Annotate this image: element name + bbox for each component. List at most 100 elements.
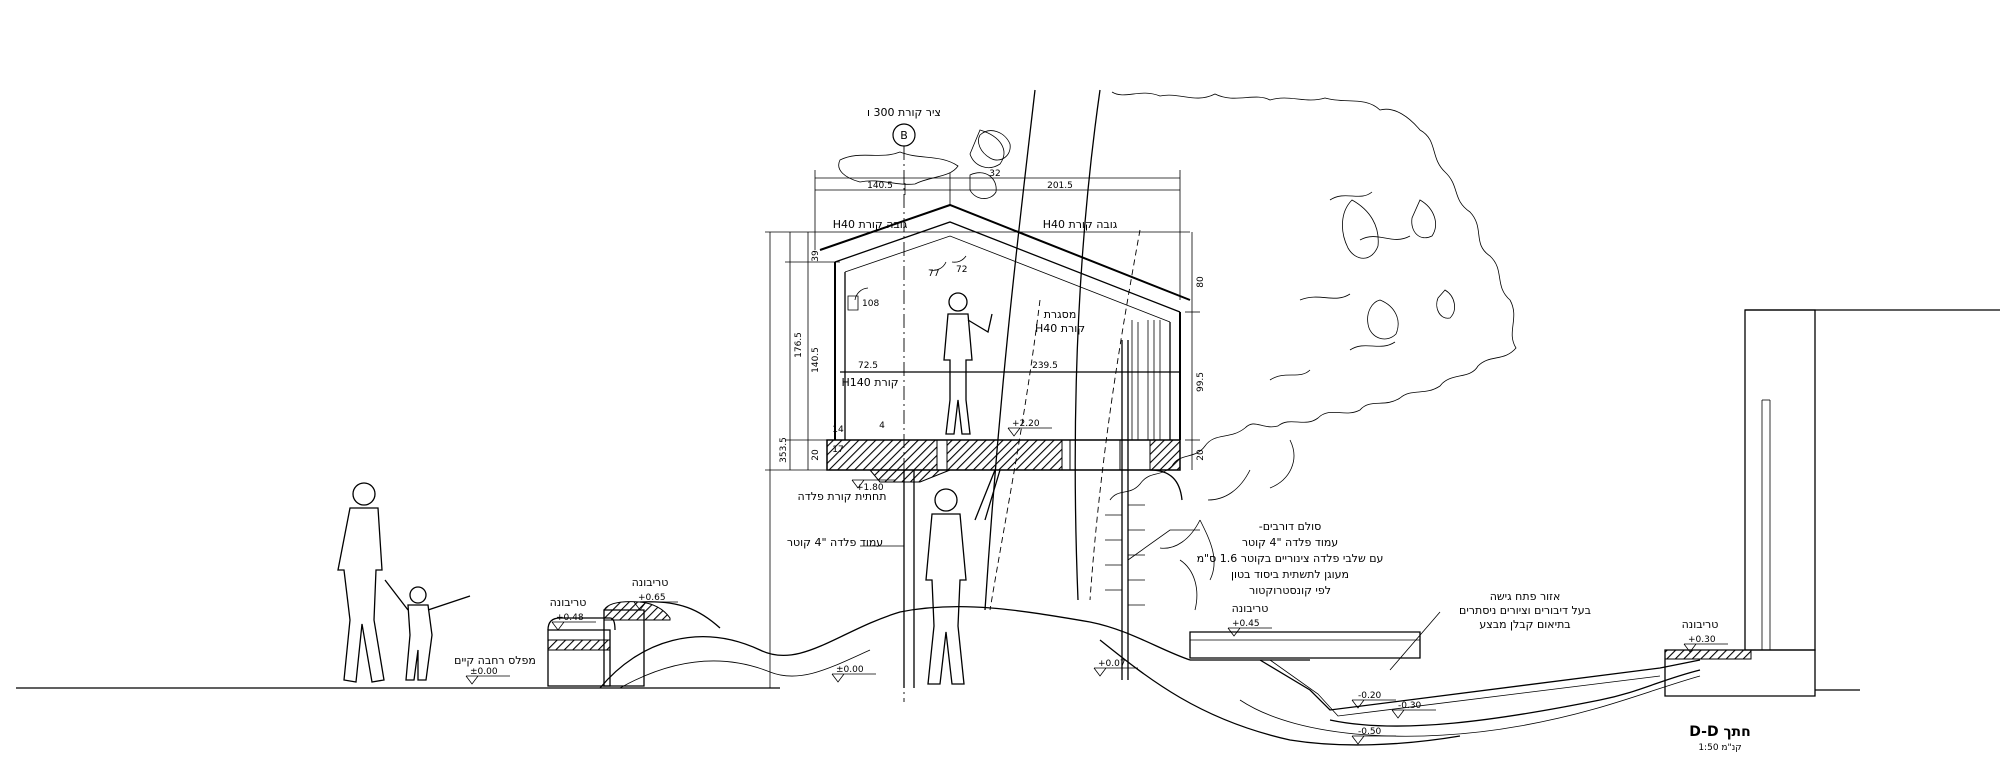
svg-text:בעל דיבורים וציורים ניסתרים: בעל דיבורים וציורים ניסתרים [1459,604,1591,617]
level-tribune-b: +0.65 [634,593,678,610]
axis-bubble [893,124,915,146]
underground-curve [1100,640,1460,745]
tribune-long [1190,632,1420,658]
notes: עמוד פלדה "4 קוטר סולם דורבים- עמוד פלדה… [454,520,1718,670]
beam-label-mid-1: מסגרת [1044,308,1077,321]
axis-note: ציר קורת 300 ו [867,106,941,119]
svg-text:108: 108 [862,299,879,309]
svg-text:בתיאום קבלן מבצע: בתיאום קבלן מבצע [1479,618,1570,631]
svg-text:+0.45: +0.45 [1232,619,1260,629]
dimensions: 32 201.5 140.5 353.5 176.5 140.5 39 20 8… [765,169,1206,688]
roof-inner [835,222,1180,312]
access-pit-bottom2 [1240,676,1700,736]
svg-text:לפי קונסטרוקטור: לפי קונסטרוקטור [1249,584,1331,597]
tree-trunk-left [985,90,1035,610]
svg-text:80: 80 [1196,276,1206,288]
building-wall [1745,310,1815,650]
tribune-seat-1 [548,630,610,686]
svg-text:77: 77 [928,269,939,279]
tree-canopy [1112,92,1516,428]
svg-text:201.5: 201.5 [1047,181,1073,191]
svg-text:353.5: 353.5 [779,437,789,463]
roof-label-left: גובה קורת H40 [833,218,908,231]
svg-text:+1.80: +1.80 [856,483,884,493]
svg-text:239.5: 239.5 [1032,361,1058,371]
tree-trunk-right [1075,90,1100,600]
tribune-label-2: טריבונה [632,576,669,589]
svg-text:מעוגן לתשתית ביסוד בטון: מעוגן לתשתית ביסוד בטון [1231,568,1349,581]
svg-text:-0.50: -0.50 [1358,727,1382,737]
grid-axis: B ציר קורת 300 ו [867,106,941,702]
level-pit-c: -0.50 [1352,727,1396,744]
svg-text:עמוד פלדה "4 קוטר: עמוד פלדה "4 קוטר [1242,536,1338,549]
level-deck: +2.20 [1008,419,1052,436]
tree-trunk-dashed [1090,230,1140,600]
figures [338,293,992,684]
tree-house [820,205,1190,520]
beam-label-mid-2: קורת H40 [1035,322,1085,335]
roof-label-right: גובה קורת H40 [1043,218,1118,231]
level-markers: ±0.00 ±0.00 +2.20 +1.80 +0.48 +0.65 +0.4… [466,419,1728,744]
level-pit-b: -0.30 [1392,701,1436,718]
svg-text:-0.20: -0.20 [1358,691,1382,701]
svg-text:176.5: 176.5 [794,332,804,358]
beam-labels: גובה קורת H40 גובה קורת H40 מסגרת קורת H… [798,218,1118,503]
svg-text:99.5: 99.5 [1196,372,1206,392]
access-note: אזור פתח גישה בעל דיבורים וציורים ניסתרי… [1459,590,1591,631]
title-sub: קנ"מ 1:50 [1698,743,1741,753]
access-pit-inner [1270,660,1660,716]
svg-text:+2.20: +2.20 [1012,419,1040,429]
svg-text:+0.30: +0.30 [1688,635,1716,645]
platform-note: תחתית קורת פלדה [798,490,887,503]
svg-text:+0.48: +0.48 [556,613,584,623]
svg-text:32: 32 [989,169,1000,179]
tribune-label-4: טריבונה [1682,618,1719,631]
tribune-label-1: טריבונה [550,596,587,609]
right-platform-slab [1665,650,1751,659]
level-tribune-c: +0.45 [1228,619,1272,636]
level-ground-mid: ±0.00 [832,665,876,682]
drawing-title: חתך D-D קנ"מ 1:50 [1689,724,1750,753]
ladder-note: סולם דורבים- עמוד פלדה "4 קוטר עם שלבי פ… [1197,520,1384,597]
beam-brace [975,470,1000,520]
hill-surface [600,607,1190,688]
level-ladder-base: +0.07 [1094,659,1138,676]
svg-text:140.5: 140.5 [867,181,893,191]
left-tribunes [548,602,720,686]
child-figure-left [385,580,470,680]
svg-text:±0.00: ±0.00 [470,667,498,677]
level-pit-a: -0.20 [1352,691,1396,708]
level-plaza: ±0.00 [466,667,510,684]
beam-label-low: קורת H140 [841,376,898,389]
tree [839,90,1516,610]
title-main: חתך D-D [1689,724,1750,740]
tribune-label-3: טריבונה [1232,602,1269,615]
svg-text:4: 4 [879,421,885,431]
level-tribune-d: +0.30 [1684,635,1728,652]
svg-text:20: 20 [811,449,821,461]
svg-text:עם שלבי פלדה צינוריים בקוטר 1.: עם שלבי פלדה צינוריים בקוטר 1.6 ס"מ [1197,552,1384,565]
svg-text:+0.65: +0.65 [638,593,666,603]
svg-text:72.5: 72.5 [858,361,878,371]
child-figure-house [944,293,992,434]
terrain [16,310,2000,745]
access-pit-bottom [1330,670,1700,726]
svg-text:±0.00: ±0.00 [836,665,864,675]
svg-text:14: 14 [832,425,844,435]
svg-text:אזור פתח גישה: אזור פתח גישה [1490,590,1561,603]
svg-text:-0.30: -0.30 [1398,701,1422,711]
roof-inner-2 [845,236,1170,322]
svg-text:140.5: 140.5 [811,347,821,373]
ground-note: מפלס רחבה קיים [454,654,536,667]
svg-text:39: 39 [811,250,821,262]
adult-figure-left [338,483,384,682]
level-deck-bottom: +1.80 [852,480,896,493]
axis-letter: B [900,129,908,142]
adult-figure-center [926,489,966,684]
column-note: עמוד פלדה "4 קוטר [787,536,883,549]
svg-text:72: 72 [956,265,967,275]
access-pit [1260,660,1700,710]
svg-text:17: 17 [832,445,843,455]
svg-text:+0.07: +0.07 [1098,659,1126,669]
